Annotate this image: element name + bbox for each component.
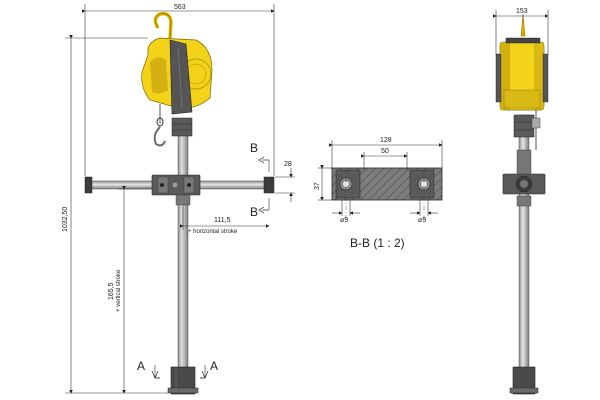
- dim-bar-height-text: 28: [284, 161, 292, 168]
- dim-section-width: 128: [329, 137, 443, 168]
- dim-vertical-stroke: 165,5 + vertical stroke: [108, 186, 152, 394]
- dim-section-height-text: 37: [314, 182, 321, 190]
- section-marker-a: A A: [137, 359, 218, 379]
- dim-bar-height: 28: [275, 161, 295, 202]
- dim-hole-spacing: 50: [361, 148, 408, 170]
- dim-side-width: 153: [493, 8, 549, 54]
- dim-overall-width-text: 563: [174, 4, 186, 11]
- marker-b-top-label: B: [250, 141, 258, 155]
- section-caption: B-B (1 : 2): [350, 236, 405, 250]
- dim-vertical-stroke-text: 165,5: [108, 282, 115, 300]
- dim-horizontal-stroke-text: 111,5: [214, 217, 231, 224]
- dim-vertical-stroke-label: + vertical stroke: [116, 269, 122, 312]
- front-view: A A B B 28 563: [62, 4, 295, 395]
- dim-overall-height-text: 1032,50: [62, 207, 69, 232]
- marker-a-left-label: A: [137, 359, 145, 373]
- section-b-b: 128 50 37 ⌀9 ⌀9: [314, 137, 443, 250]
- marker-b-bottom-label: B: [250, 205, 258, 219]
- marker-a-right-label: A: [210, 359, 218, 373]
- dim-hole-right-text: ⌀9: [418, 217, 426, 224]
- dim-hole-spacing-text: 50: [381, 148, 389, 155]
- dim-horizontal-stroke-label: + horizontal stroke: [188, 229, 238, 235]
- section-hole-right: [417, 177, 431, 191]
- front-adapter: [171, 117, 193, 137]
- front-top-hook: [153, 11, 173, 39]
- front-arm-right-cap: [263, 176, 275, 194]
- section-hole-left: [339, 177, 353, 191]
- dim-section-height: 37: [314, 165, 332, 201]
- dim-overall-width: 563: [82, 4, 275, 176]
- section-marker-b: B B: [250, 141, 270, 219]
- dim-hole-left-text: ⌀9: [340, 217, 348, 224]
- side-base: [512, 366, 536, 395]
- dim-horizontal-stroke: 111,5 + horizontal stroke: [180, 205, 270, 235]
- side-view: 153: [493, 8, 549, 395]
- dim-side-width-text: 153: [516, 8, 528, 15]
- side-balancer: [495, 41, 549, 111]
- front-balancer: [141, 37, 213, 115]
- dim-section-width-text: 128: [380, 137, 392, 144]
- dim-hole-right: ⌀9: [410, 200, 438, 224]
- front-load-hook: [153, 117, 166, 147]
- dim-hole-left: ⌀9: [332, 200, 360, 224]
- dim-overall-height: 1032,50: [62, 35, 168, 394]
- front-arm-left-cap: [84, 176, 93, 194]
